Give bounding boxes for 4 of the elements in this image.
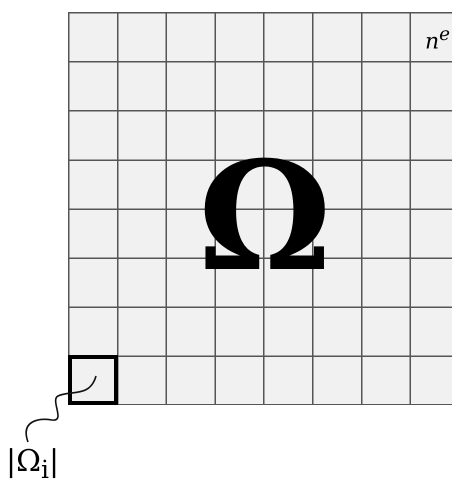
- subdomain-measure-label: |Ω$_{i}$|: [6, 440, 70, 484]
- element-count-label: n$^{e}$: [424, 26, 450, 54]
- highlighted-cell: [68, 355, 118, 405]
- mesh-grid: [68, 12, 452, 405]
